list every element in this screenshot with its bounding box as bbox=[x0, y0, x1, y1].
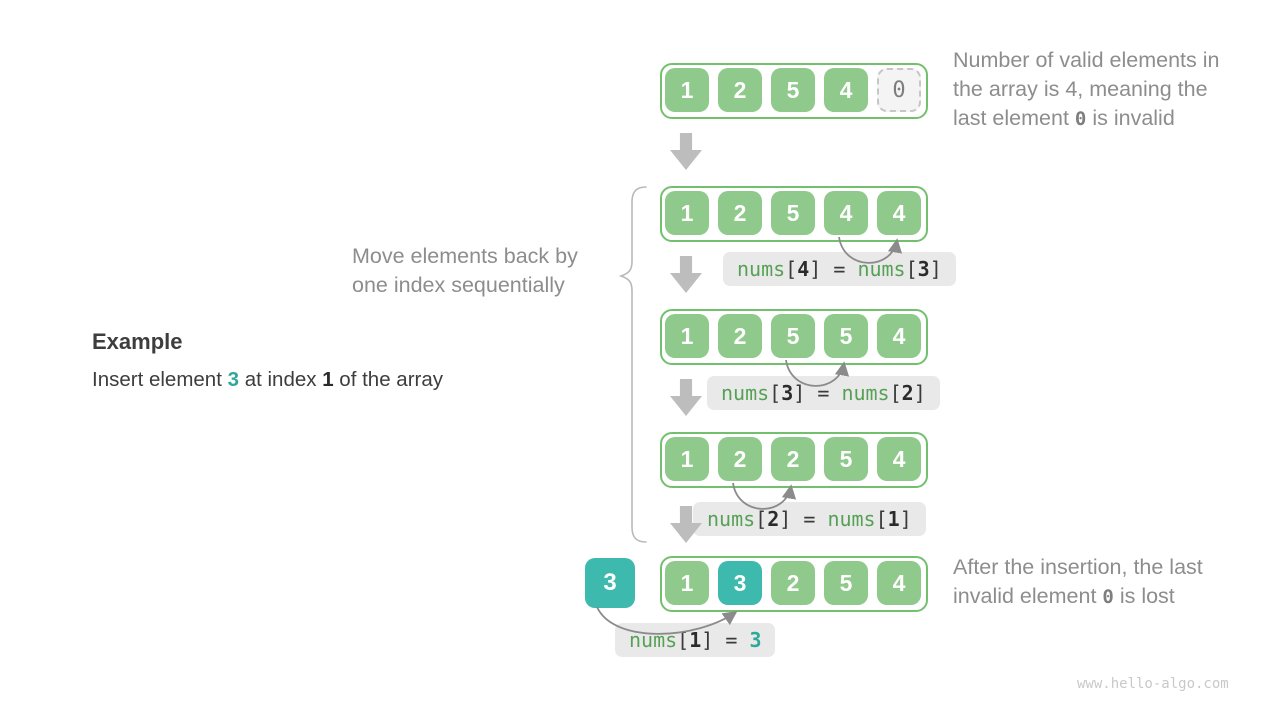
down-arrow-icon bbox=[670, 256, 702, 293]
text-part: nums bbox=[737, 257, 786, 281]
text-part: [ bbox=[755, 507, 768, 531]
text-part: ] bbox=[793, 381, 806, 405]
array-cell: 5 bbox=[771, 314, 815, 358]
text-part: [ bbox=[875, 507, 888, 531]
text-part: ] bbox=[899, 507, 912, 531]
text-part: 0 bbox=[1102, 586, 1114, 608]
note-top-line2: the array is 4, meaning the bbox=[953, 77, 1208, 101]
array-cell: 4 bbox=[824, 191, 868, 235]
array-cell: 2 bbox=[718, 68, 762, 112]
text-part: nums bbox=[707, 507, 756, 531]
text-part: = bbox=[791, 507, 828, 531]
text-part: ] bbox=[779, 507, 792, 531]
code-label-insert: nums[1] = 3 bbox=[615, 623, 776, 657]
example-heading: Example bbox=[92, 329, 183, 354]
array-cell: 5 bbox=[824, 314, 868, 358]
array-cell: 2 bbox=[771, 561, 815, 605]
text-part: 3 bbox=[917, 257, 930, 281]
text-part: ] bbox=[701, 628, 714, 652]
array-cell: 2 bbox=[718, 437, 762, 481]
array-cell: 4 bbox=[877, 437, 921, 481]
text-part: nums bbox=[857, 257, 906, 281]
array-cell: 1 bbox=[665, 561, 709, 605]
array-cell: 2 bbox=[718, 314, 762, 358]
array-cell: 3 bbox=[718, 561, 762, 605]
array-cell: 0 bbox=[877, 68, 921, 112]
text-part: is lost bbox=[1113, 584, 1175, 608]
text-part: nums bbox=[629, 628, 678, 652]
array-cell: 2 bbox=[771, 437, 815, 481]
text-part: last element bbox=[953, 106, 1075, 130]
move-note-line2: one index sequentially bbox=[352, 273, 565, 297]
inserted-value-cell: 3 bbox=[585, 558, 635, 608]
note-top-line1: Number of valid elements in bbox=[953, 48, 1220, 72]
text-part: = bbox=[713, 628, 750, 652]
code-label-step2: nums[3] = nums[2] bbox=[707, 376, 940, 410]
text-part: 4 bbox=[797, 257, 810, 281]
brace-icon bbox=[618, 186, 647, 543]
text-part: 1 bbox=[887, 507, 900, 531]
text-part: 3 bbox=[227, 368, 239, 391]
text-part: ] bbox=[809, 257, 822, 281]
text-part: of the array bbox=[333, 368, 443, 391]
text-part: [ bbox=[785, 257, 798, 281]
text-part: 2 bbox=[767, 507, 780, 531]
down-arrow-icon bbox=[670, 379, 702, 416]
array-cell: 4 bbox=[877, 191, 921, 235]
text-part: ] bbox=[913, 381, 926, 405]
text-part: is invalid bbox=[1086, 106, 1175, 130]
array-cell: 5 bbox=[824, 561, 868, 605]
note-top-line3: last element 0 is invalid bbox=[953, 104, 1219, 134]
text-part: 3 bbox=[781, 381, 794, 405]
watermark: www.hello-algo.com bbox=[1077, 676, 1229, 692]
array-cell: 1 bbox=[665, 437, 709, 481]
array-cell: 1 bbox=[665, 191, 709, 235]
text-part: [ bbox=[677, 628, 690, 652]
text-part: invalid element bbox=[953, 584, 1103, 608]
move-note: Move elements back by one index sequenti… bbox=[352, 242, 578, 300]
text-part: nums bbox=[841, 381, 890, 405]
array-cell: 4 bbox=[824, 68, 868, 112]
note-bottom: After the insertion, the last invalid el… bbox=[953, 553, 1203, 612]
text-part: at index bbox=[239, 368, 323, 391]
text-part: nums bbox=[827, 507, 876, 531]
array-cell: 1 bbox=[665, 68, 709, 112]
code-label-step1: nums[4] = nums[3] bbox=[723, 252, 956, 286]
array-cell: 5 bbox=[771, 68, 815, 112]
code-label-step3: nums[2] = nums[1] bbox=[693, 502, 926, 536]
text-part: = bbox=[821, 257, 858, 281]
note-bottom-line2: invalid element 0 is lost bbox=[953, 582, 1203, 612]
note-top: Number of valid elements in the array is… bbox=[953, 46, 1219, 134]
text-part: 1 bbox=[689, 628, 702, 652]
text-part: 3 bbox=[749, 628, 762, 652]
text-part: Insert element bbox=[92, 368, 228, 391]
text-part: [ bbox=[889, 381, 902, 405]
text-part: [ bbox=[905, 257, 918, 281]
text-part: = bbox=[805, 381, 842, 405]
text-part: 0 bbox=[1074, 108, 1087, 130]
text-part: 1 bbox=[322, 368, 334, 391]
array-cell: 1 bbox=[665, 314, 709, 358]
text-part: [ bbox=[769, 381, 782, 405]
move-note-line1: Move elements back by bbox=[352, 244, 578, 268]
down-arrow-icon bbox=[670, 133, 702, 170]
text-part: ] bbox=[929, 257, 942, 281]
array-cell: 4 bbox=[877, 561, 921, 605]
array-cell: 2 bbox=[718, 191, 762, 235]
array-cell: 5 bbox=[824, 437, 868, 481]
example-sentence: Insert element 3 at index 1 of the array bbox=[92, 368, 443, 392]
text-part: 2 bbox=[901, 381, 914, 405]
note-bottom-line1: After the insertion, the last bbox=[953, 555, 1203, 579]
text-part: nums bbox=[721, 381, 770, 405]
array-cell: 4 bbox=[877, 314, 921, 358]
array-cell: 5 bbox=[771, 191, 815, 235]
